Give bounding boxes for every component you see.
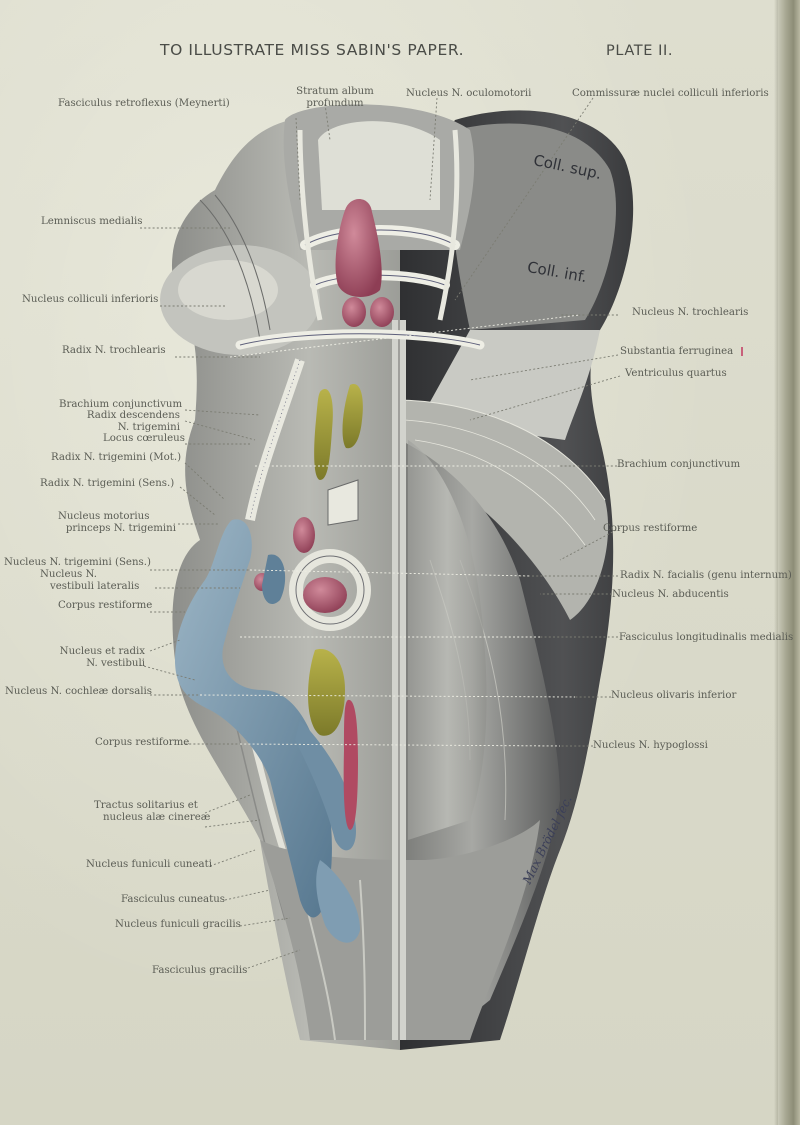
label-nucleus-trochlearis: Nucleus N. trochlearis [632,307,749,318]
label-corpus-restiforme-left-2: Corpus restiforme [95,737,190,748]
label-nucleus-vestibuli-lateralis: Nucleus N. vestibuli lateralis [40,569,140,592]
label-fasciculus-cuneatus: Fasciculus cuneatus [121,894,226,905]
label-radix-facialis: Radix N. facialis (genu internum) [620,570,792,581]
label-nucleus-colliculi-inferioris: Nucleus colliculi inferioris [22,294,159,305]
nucleus-yellow-lower [308,649,345,736]
label-brachium-conjunctivum-right: Brachium conjunctivum [617,459,741,470]
label-fasciculus-retroflexus: Fasciculus retroflexus (Meynerti) [58,98,230,109]
label-nucleus-radix-vestibuli: Nucleus et radix N. vestibuli [59,646,145,669]
label-tractus-solitarius: Tractus solitarius et nucleus alæ cinere… [94,800,211,823]
nucleus-motorius-trigemini [293,517,315,553]
ventriculus-quartus [408,440,487,840]
label-radix-descendens: Radix descendens N. trigemini [86,410,180,433]
label-nucleus-funiculi-gracilis: Nucleus funiculi gracilis [115,919,241,930]
label-stratum-album: Stratum album profundum [296,86,374,109]
label-nucleus-hypoglossi: Nucleus N. hypoglossi [593,740,708,751]
locus-coeruleus [314,384,363,480]
genu-facialis [289,549,371,631]
label-nucleus-olivaris-inferior: Nucleus olivaris inferior [611,690,737,701]
label-fasciculus-longitudinalis: Fasciculus longitudinalis medialis [619,632,794,643]
cut-block [327,479,359,526]
label-ventriculus-quartus: Ventriculus quartus [625,368,727,379]
plate-title: TO ILLUSTRATE MISS SABIN'S PAPER. [160,41,465,59]
plate-number: PLATE II. [606,43,674,59]
book-gutter-shadow [774,0,778,1125]
label-nucleus-motorius-princeps: Nucleus motorius princeps N. trigemini [58,511,176,534]
nucleus-oculomotorii [335,198,394,327]
leader-lines [139,97,621,969]
label-substantia-ferruginea: Substantia ferruginea [620,346,744,358]
label-corpus-restiforme-right: Corpus restiforme [603,523,698,534]
label-corpus-restiforme-left-1: Corpus restiforme [58,600,153,611]
nucleus-abducentis [303,577,347,613]
label-radix-trigemini-mot: Radix N. trigemini (Mot.) [51,452,182,463]
label-commissurae: Commissuræ nuclei colliculi inferioris [572,88,769,99]
label-nucleus-trigemini-sens: Nucleus N. trigemini (Sens.) [4,557,151,568]
book-spine [778,0,800,1125]
label-fasciculus-gracilis: Fasciculus gracilis [152,965,248,976]
label-nucleus-cochleae-dorsalis: Nucleus N. cochleæ dorsalis [5,686,153,697]
label-radix-trigemini-sens: Radix N. trigemini (Sens.) [40,478,175,489]
label-nucleus-oculomotorii: Nucleus N. oculomotorii [406,88,532,99]
label-nucleus-funiculi-cuneati: Nucleus funiculi cuneati [86,859,212,870]
label-brachium-conjunctivum-left: Brachium conjunctivum [59,399,183,410]
color-key-swatch-red [741,346,744,356]
nucleus-hypoglossi-column [343,699,358,830]
label-nucleus-abducentis: Nucleus N. abducentis [612,589,729,600]
nucleus-vestibuli [175,519,360,943]
commissures [235,104,485,350]
label-lemniscus-medialis: Lemniscus medialis [41,216,143,227]
label-radix-trochlearis: Radix N. trochlearis [62,345,166,356]
label-locus-coeruleus: Locus cœruleus [103,433,185,444]
